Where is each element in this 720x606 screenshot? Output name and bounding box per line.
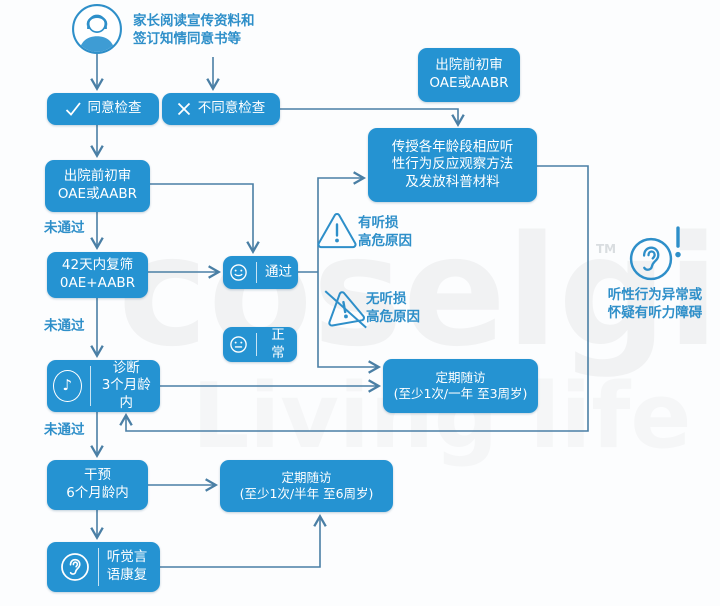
node-intervention-label: 干预 6个月龄内 [66,467,129,501]
node-initial-screen-discharge-label: 出院前初审 OAE或AABR [429,57,509,91]
node-intervention: 干预 6个月龄内 [47,460,148,510]
node-rescreen-42d-label: 42天内复筛 0AE+AABR [59,257,136,291]
label-not-passed-3: 未通过 [44,422,85,438]
node-initial-screen-label: 出院前初审 OAE或AABR [57,168,138,202]
node-followup-3y-label: 定期随访 (至少1次/一年 至3周岁) [393,369,528,401]
node-diagnosis: ♪ 诊断 3个月龄内 [47,360,160,412]
node-pass: 通过 [223,256,298,289]
warning-triangle-icon [315,211,359,255]
node-initial-screen-discharge: 出院前初审 OAE或AABR [418,48,520,102]
node-rehab-label: 听觉言 语康复 [106,549,148,583]
label-not-passed-2: 未通过 [44,318,85,334]
node-pass-label: 通过 [265,263,292,280]
node-agree-check: 同意检查 [47,93,159,125]
music-note-icon: ♪ [53,370,82,402]
parent-avatar-icon [71,3,123,59]
cross-icon [177,102,191,116]
ear-icon [60,552,90,582]
check-icon [65,102,81,116]
node-teach-observation-label: 传授各年龄段相应听 性行为反应观察方法 及发放科普材料 [391,138,514,190]
node-normal-label: 正常 [271,326,285,361]
node-rescreen-42d: 42天内复筛 0AE+AABR [47,252,148,298]
node-diagnosis-label: 诊断 3个月龄内 [101,359,151,411]
node-teach-observation: 传授各年龄段相应听 性行为反应观察方法 及发放科普材料 [368,128,537,202]
watermark-brand: coselgi [118,203,720,380]
exclamation-icon [672,226,684,266]
node-agree-label: 同意检查 [87,100,142,117]
smile-icon [229,263,248,282]
label-not-passed-1: 未通过 [44,220,85,236]
ear-alert-icon [628,236,674,286]
neutral-face-icon [229,335,248,354]
node-disagree-check: 不同意检查 [162,93,280,125]
node-followup-6y: 定期随访 (至少1次/半年 至6周岁) [220,460,393,512]
node-rehab: 听觉言 语康复 [47,542,160,592]
warning-triangle-crossed-icon [318,282,372,339]
node-followup-6y-label: 定期随访 (至少1次/半年 至6周岁) [239,469,374,501]
node-followup-3y: 定期随访 (至少1次/一年 至3周岁) [383,359,538,413]
parent-note: 家长阅读宣传资料和 签订知情同意书等 [133,13,255,47]
label-abnormal-behavior: 听性行为异常或 怀疑有听力障碍 [607,287,703,321]
node-normal: 正常 [223,327,297,362]
label-risk-no-loss: 无听损 高危原因 [366,291,420,325]
watermark-trademark: TM [596,242,617,256]
node-initial-screen: 出院前初审 OAE或AABR [45,160,150,212]
node-disagree-label: 不同意检查 [197,100,266,117]
label-risk-with-loss: 有听损 高危原因 [358,215,412,249]
